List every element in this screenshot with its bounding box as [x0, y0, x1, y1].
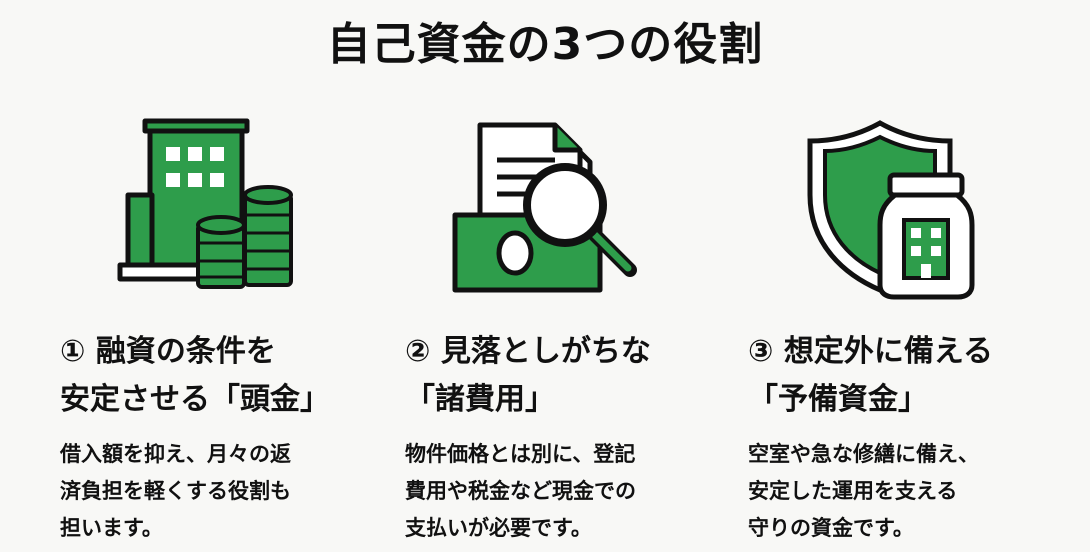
- document-money-magnifier-icon: [452, 122, 637, 293]
- card-description: 空室や急な修繕に備え、 安定した運用を支える 守りの資金です。: [748, 436, 1068, 547]
- card-reserve-funds: ③ 想定外に備える 「予備資金」 空室や急な修繕に備え、 安定した運用を支える …: [748, 328, 1068, 547]
- body-line: 済負担を軽くする役割も: [60, 479, 291, 503]
- body-line: 空室や急な修繕に備え、: [748, 442, 979, 466]
- card-description: 物件価格とは別に、登記 費用や税金など現金での 支払いが必要です。: [405, 436, 725, 547]
- shield-jar-icon: [807, 120, 975, 300]
- heading-line: ③ 想定外に備える: [748, 334, 993, 369]
- body-line: 担います。: [60, 516, 163, 540]
- body-line: 守りの資金です。: [748, 516, 914, 540]
- body-line: 支払いが必要です。: [405, 516, 592, 540]
- heading-line: ① 融資の条件を: [60, 334, 276, 369]
- card-description: 借入額を抑え、月々の返 済負担を軽くする役割も 担います。: [60, 436, 380, 547]
- heading-line: 「予備資金」: [748, 382, 928, 417]
- body-line: 物件価格とは別に、登記: [405, 442, 636, 466]
- card-heading: ① 融資の条件を 安定させる「頭金」: [60, 328, 380, 424]
- body-line: 安定した運用を支える: [748, 479, 958, 503]
- page-title: 自己資金の3つの役割: [326, 19, 764, 70]
- body-line: 費用や税金など現金での: [405, 479, 636, 503]
- card-heading: ③ 想定外に備える 「予備資金」: [748, 328, 1068, 424]
- card-heading: ② 見落としがちな 「諸費用」: [405, 328, 725, 424]
- building-coins-icon: [117, 118, 293, 289]
- card-misc-costs: ② 見落としがちな 「諸費用」 物件価格とは別に、登記 費用や税金など現金での …: [405, 328, 725, 547]
- body-line: 借入額を抑え、月々の返: [60, 442, 291, 466]
- heading-line: ② 見落としがちな: [405, 334, 651, 369]
- card-down-payment: ① 融資の条件を 安定させる「頭金」 借入額を抑え、月々の返 済負担を軽くする役…: [60, 328, 380, 547]
- heading-line: 安定させる「頭金」: [60, 382, 330, 417]
- heading-line: 「諸費用」: [405, 382, 555, 417]
